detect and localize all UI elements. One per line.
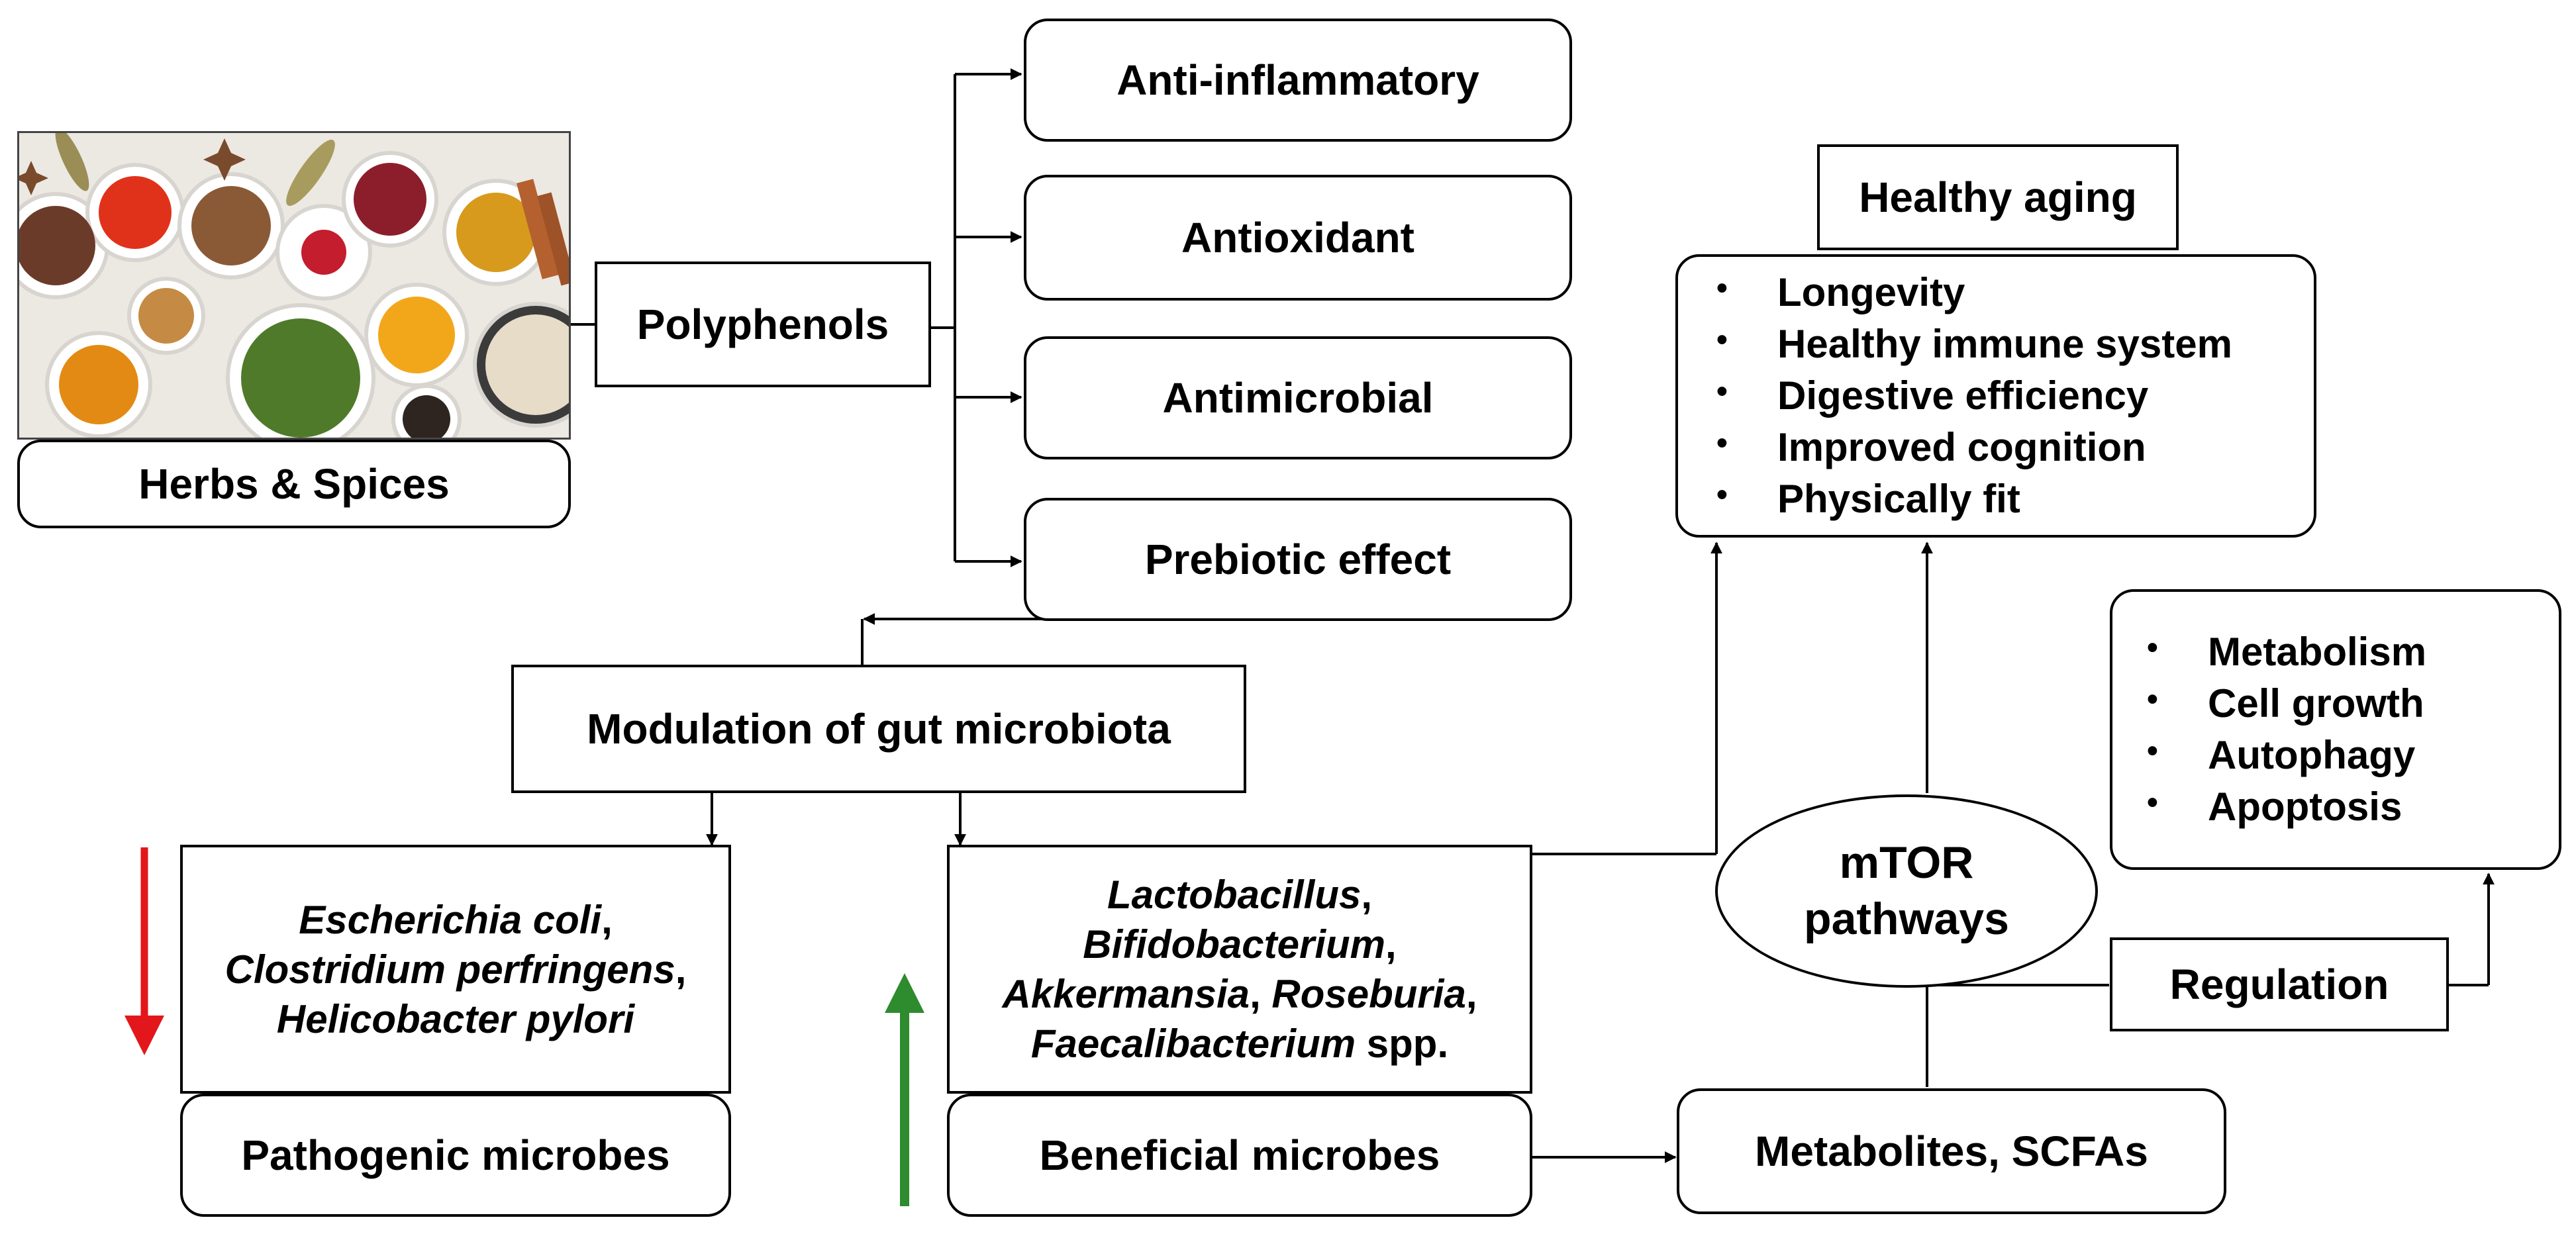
list-item: Digestive efficiency [1716,370,2232,422]
list-item: Physically fit [1716,473,2232,525]
list-item: Longevity [1716,267,2232,318]
species-name: Faecalibacterium [1030,1021,1356,1066]
list-item: Healthy immune system [1716,318,2232,370]
modulation-box: Modulation of gut microbiota [511,665,1246,793]
polyphenols-text: Polyphenols [636,301,889,348]
mtor-line2: pathways [1804,894,2009,944]
effect-label: Antimicrobial [1162,374,1434,422]
species-name: Lactobacillus [1107,873,1362,917]
spice-bowls-illustration [19,133,569,438]
species-name: Helicobacter pylori [276,996,635,1041]
species-line: Akkermansia, Roseburia, [1002,972,1477,1016]
cellular-processes-box: Metabolism Cell growth Autophagy Apoptos… [2110,589,2561,870]
increase-arrow [885,973,924,1206]
beneficial-text: Beneficial microbes [1039,1131,1440,1179]
species-line: Escherichia coli, [299,897,613,942]
species-line: Lactobacillus, [1107,873,1373,917]
effect-label: Anti-inflammatory [1116,56,1479,104]
metabolites-text: Metabolites, SCFAs [1755,1127,2148,1175]
herbs-spices-label: Herbs & Spices [17,440,571,528]
pathogenic-species-box: Escherichia coli, Clostridium perfringen… [180,845,731,1094]
effect-anti-inflammatory: Anti-inflammatory [1024,19,1572,142]
modulation-text: Modulation of gut microbiota [587,705,1171,753]
beneficial-microbes-label: Beneficial microbes [947,1094,1532,1217]
spices-photo [17,131,571,440]
mtor-pathways-node: mTOR pathways [1715,794,2098,988]
regulation-text: Regulation [2169,961,2389,1008]
herbs-spices-text: Herbs & Spices [138,460,450,508]
metabolites-box: Metabolites, SCFAs [1677,1088,2226,1214]
species-line: Faecalibacterium spp. [1031,1019,1448,1068]
list-item: Cell growth [2147,678,2426,730]
list-item: Improved cognition [1716,422,2232,473]
species-line: Helicobacter pylori [277,994,634,1044]
healthy-aging-title: Healthy aging [1817,144,2179,250]
healthy-aging-list: Longevity Healthy immune system Digestiv… [1716,267,2232,525]
list-item: Apoptosis [2147,781,2426,833]
effect-label: Antioxidant [1181,214,1414,261]
regulation-box: Regulation [2110,937,2449,1031]
cellular-processes-list: Metabolism Cell growth Autophagy Apoptos… [2147,626,2426,833]
species-name: Roseburia [1271,972,1466,1016]
beneficial-species-box: Lactobacillus, Bifidobacterium, Akkerman… [947,845,1532,1094]
species-line: Bifidobacterium, [1083,922,1397,967]
pathogenic-text: Pathogenic microbes [241,1131,670,1179]
species-name: Akkermansia [1002,972,1250,1016]
species-name: Bifidobacterium [1083,922,1386,967]
effect-antioxidant: Antioxidant [1024,175,1572,301]
healthy-aging-outcomes: Longevity Healthy immune system Digestiv… [1675,254,2316,538]
polyphenols-box: Polyphenols [595,261,931,387]
effect-prebiotic: Prebiotic effect [1024,498,1572,621]
decrease-arrow [124,847,164,1055]
mtor-line1: mTOR [1839,837,1974,888]
list-item: Metabolism [2147,626,2426,678]
species-name: Escherichia coli [299,897,602,942]
healthy-aging-text: Healthy aging [1859,173,2137,221]
effect-label: Prebiotic effect [1144,536,1452,583]
pathogenic-microbes-label: Pathogenic microbes [180,1094,731,1217]
effect-antimicrobial: Antimicrobial [1024,336,1572,459]
species-name: Clostridium perfringens [224,947,675,992]
species-suffix: spp. [1366,1021,1449,1066]
list-item: Autophagy [2147,730,2426,781]
species-line: Clostridium perfringens, [224,947,687,992]
